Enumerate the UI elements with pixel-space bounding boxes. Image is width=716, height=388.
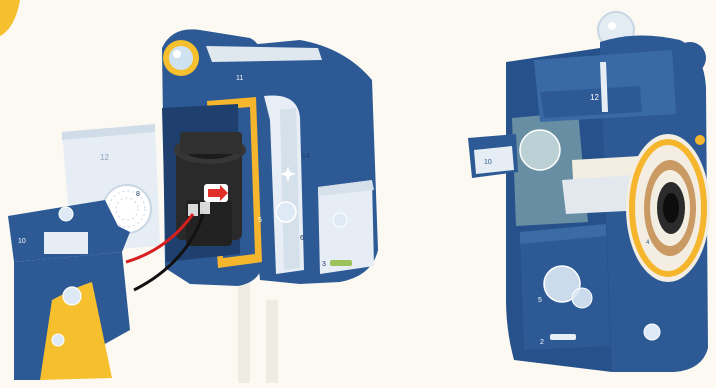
panel-number-5-right: 5: [538, 297, 542, 304]
panel-number-10-left: 10: [18, 238, 26, 245]
panel-number-11-left: 11: [236, 75, 243, 82]
corner-badge: [0, 0, 20, 36]
panel-number-12-right: 12: [590, 93, 599, 102]
panel-number-14-left: 14: [302, 153, 310, 160]
insert-direction-arrow-icon: [204, 184, 228, 202]
panel-number-3-left: 3: [322, 261, 326, 268]
camera-lens-icon: [626, 134, 710, 282]
panel-number-12-left: 12: [100, 153, 109, 162]
left-camera-model: 12 8 10 11 14 13 5 6 3: [8, 29, 378, 383]
panel-number-10-right: 10: [484, 159, 492, 166]
panel-number-8-left: 8: [136, 191, 140, 198]
panel-number-5-left: 5: [258, 217, 262, 224]
panel-number-6-left: 6: [300, 235, 304, 242]
right-camera-model: 12 10 5 2 4: [468, 12, 710, 372]
panel-number-13-left: 13: [262, 283, 270, 290]
panel-number-2-right: 2: [540, 339, 544, 346]
